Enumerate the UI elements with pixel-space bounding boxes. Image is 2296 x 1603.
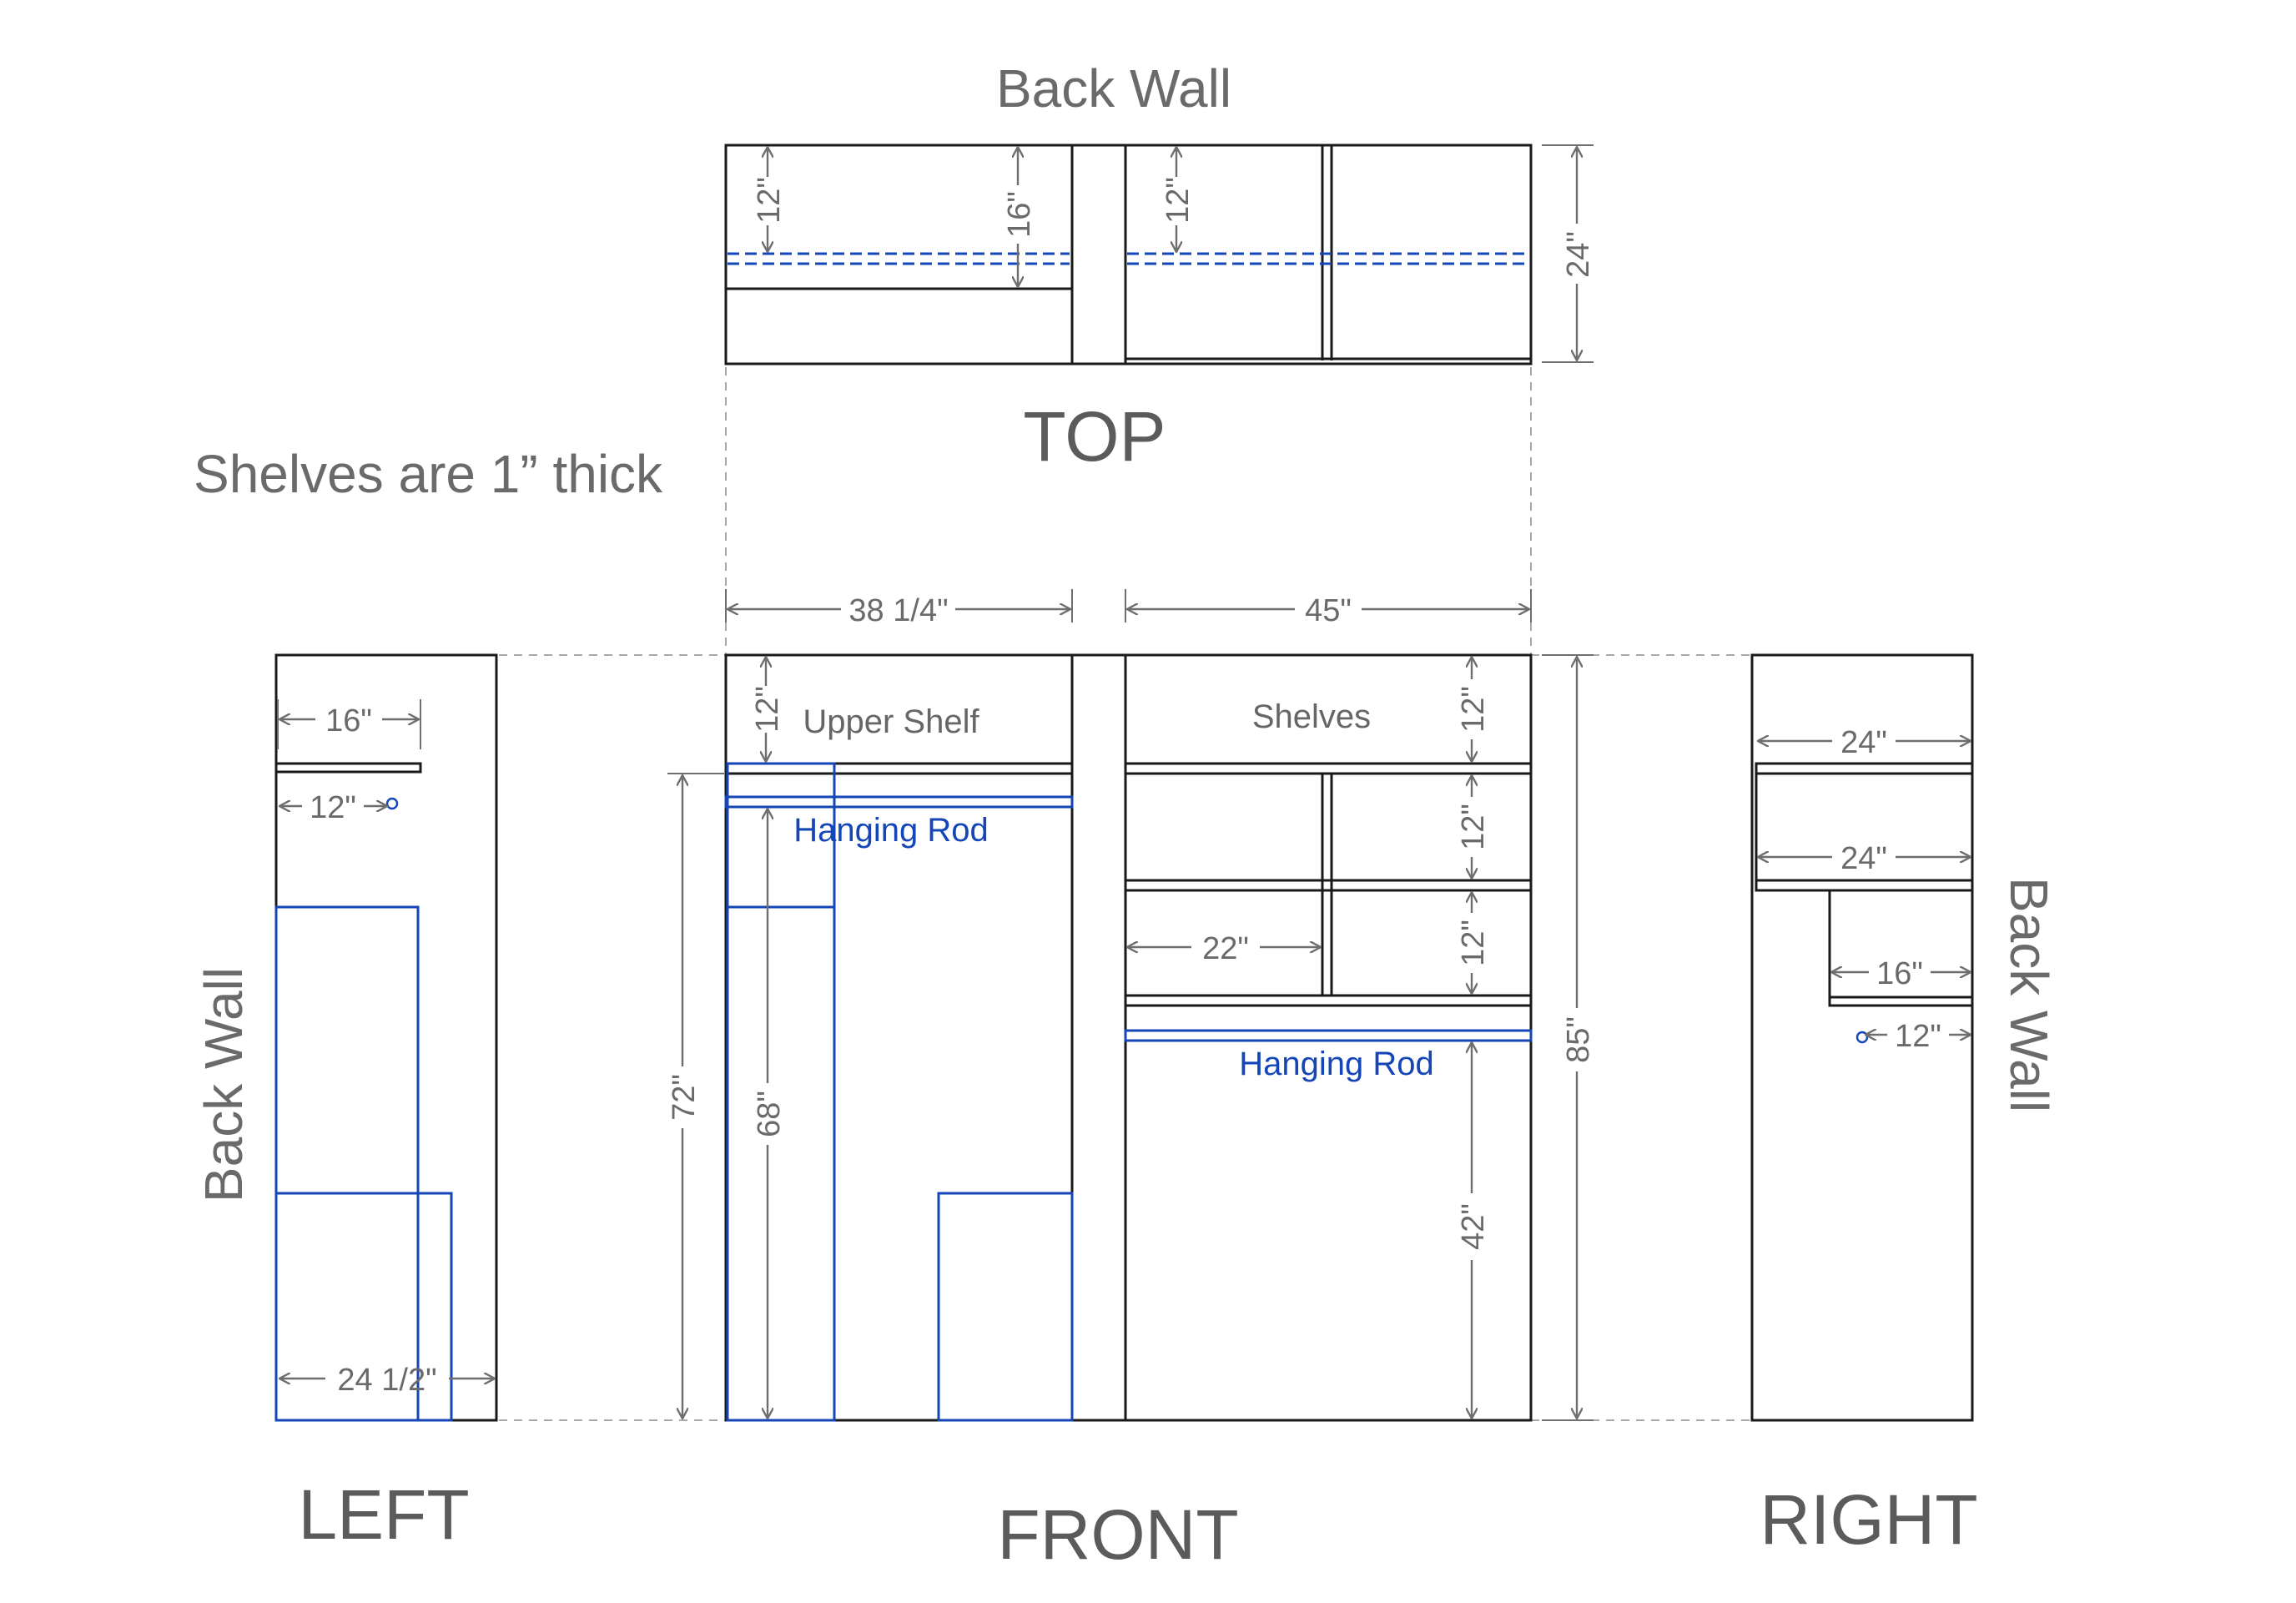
top-dim-12-left: 12"	[752, 177, 787, 224]
front-dim-68: 68"	[752, 1091, 787, 1137]
front-dim-12-b: 12"	[1456, 804, 1491, 850]
front-dim-12-a: 12"	[1456, 686, 1491, 733]
front-upper-shelf	[724, 762, 1074, 775]
right-shelf-3	[1828, 996, 1974, 1007]
back-wall-right-label: Back Wall	[1999, 877, 2059, 1112]
front-shelf-3	[1124, 994, 1533, 1007]
front-rod-right	[1124, 1029, 1533, 1042]
right-dim-24-a: 24"	[1840, 725, 1887, 760]
left-hanging-long	[274, 905, 420, 1422]
back-wall-left-label: Back Wall	[194, 967, 254, 1202]
shelves-label: Shelves	[1252, 698, 1371, 735]
front-outline	[724, 653, 1533, 1422]
right-shelf-2	[1755, 879, 1974, 892]
top-outline	[724, 144, 1533, 365]
front-rod-left	[724, 795, 1074, 809]
right-shelf-1	[1755, 762, 1974, 775]
right-dim-16: 16"	[1876, 956, 1923, 991]
top-view: Back Wall 12" 16" 12" 24" TOP	[724, 58, 1596, 476]
back-wall-top-label: Back Wall	[996, 58, 1231, 118]
left-view: 16" 12" 24 1/2" Back Wall LEFT	[194, 653, 498, 1554]
front-shelf-2	[1124, 879, 1533, 892]
front-garment-short	[937, 1192, 1074, 1422]
shelf-thickness-note: Shelves are 1” thick	[194, 444, 663, 504]
front-dim-22: 22"	[1202, 931, 1249, 966]
front-dim-42: 42"	[1456, 1203, 1491, 1250]
front-shelf-1	[1124, 762, 1533, 775]
left-outline	[274, 653, 498, 1422]
top-dim-24: 24"	[1561, 231, 1596, 278]
front-dim-12-c: 12"	[1456, 920, 1491, 966]
right-outline	[1750, 653, 1974, 1422]
top-view-title: TOP	[1023, 397, 1166, 476]
right-view: 24" 24" 16" 12" Back Wall RIGHT	[1750, 653, 2059, 1559]
left-rod-dot	[385, 797, 399, 810]
front-dim-72: 72"	[667, 1074, 702, 1121]
left-view-title: LEFT	[298, 1475, 469, 1554]
front-view: Upper Shelf Hanging Rod Shelves Hanging …	[667, 653, 1596, 1574]
upper-shelf-label: Upper Shelf	[803, 703, 979, 740]
right-dim-24-b: 24"	[1840, 841, 1887, 876]
front-garment-long-b	[726, 905, 836, 1422]
hanging-rod-left-label: Hanging Rod	[793, 812, 989, 849]
right-dim-12: 12"	[1895, 1019, 1941, 1054]
width-left-label: 38 1/4"	[848, 593, 948, 628]
width-dimensions: 38 1/4" 45"	[725, 589, 1532, 628]
top-dim-12-right: 12"	[1161, 177, 1196, 224]
left-dim-24half: 24 1/2"	[337, 1363, 436, 1398]
right-view-title: RIGHT	[1760, 1480, 1977, 1559]
front-dim-12-upper: 12"	[750, 686, 785, 733]
front-view-title: FRONT	[997, 1495, 1238, 1574]
hanging-rod-right-label: Hanging Rod	[1239, 1046, 1434, 1082]
width-right-label: 45"	[1305, 593, 1352, 628]
left-hanging-short	[274, 1192, 453, 1422]
left-dim-12: 12"	[310, 790, 356, 825]
front-dim-85: 85"	[1561, 1016, 1596, 1063]
left-shelf	[274, 762, 422, 774]
left-dim-16: 16"	[325, 703, 372, 738]
top-dim-16: 16"	[1002, 191, 1037, 238]
